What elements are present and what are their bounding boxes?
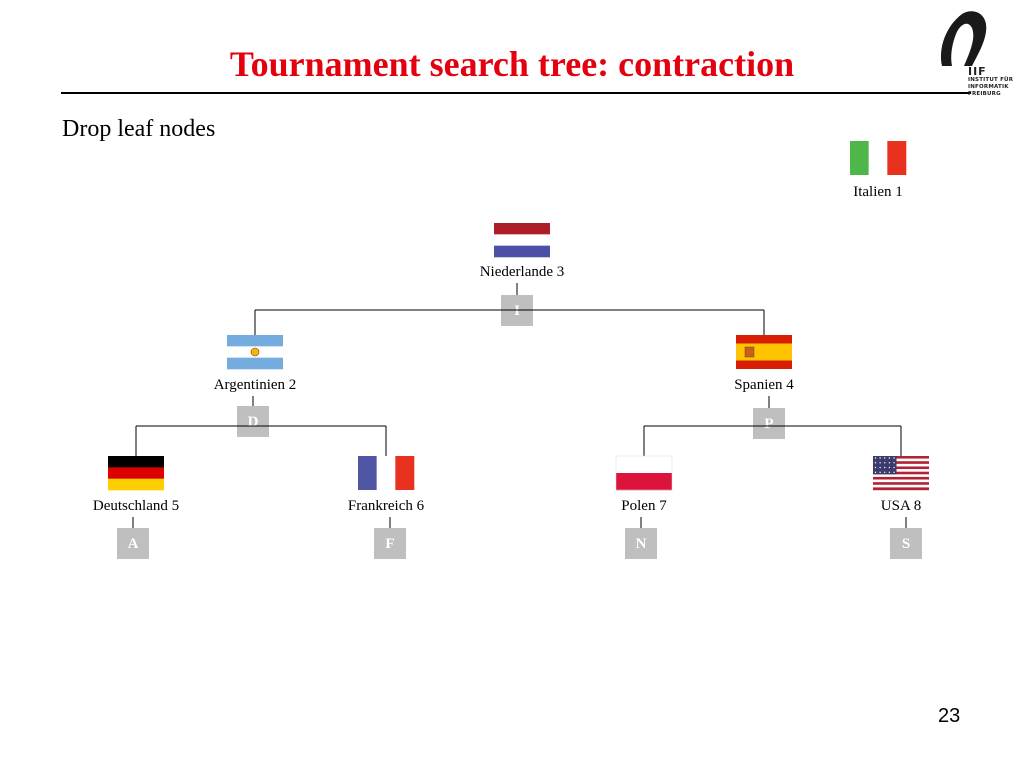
key-box-polen: N (625, 528, 657, 559)
flag-deutschland-icon (108, 456, 164, 491)
key-box-usa: S (890, 528, 922, 559)
slide-title: Tournament search tree: contraction (229, 44, 795, 84)
key-box-argentinien-label: D (248, 414, 259, 430)
flag-italien-icon (850, 141, 907, 175)
logo-line-1: INSTITUT FÜR (968, 77, 1014, 83)
institute-logo-text: IIF INSTITUT FÜR INFORMATIK FREIBURG (968, 66, 1013, 98)
logo-line-2: INFORMATIK (968, 84, 1009, 90)
node-label-niederlande: Niederlande 3 (480, 264, 565, 280)
node-label-polen: Polen 7 (621, 498, 667, 514)
flag-polen-icon (615, 455, 673, 491)
key-box-frankreich: F (374, 528, 406, 559)
node-label-italien: Italien 1 (853, 184, 903, 200)
page-number: 23 (938, 705, 961, 727)
title-divider (61, 92, 971, 94)
key-box-spanien-label: P (764, 416, 773, 432)
node-label-spanien: Spanien 4 (734, 377, 794, 393)
key-box-polen-label: N (636, 536, 647, 552)
key-box-deutschland-label: A (128, 536, 139, 552)
node-label-argentinien: Argentinien 2 (214, 377, 297, 393)
flag-frankreich-icon (358, 456, 415, 490)
node-label-frankreich: Frankreich 6 (348, 498, 425, 514)
flag-niederlande-icon (494, 223, 550, 258)
node-label-usa: USA 8 (881, 498, 921, 514)
node-label-deutschland: Deutschland 5 (93, 498, 179, 514)
flag-argentinien-icon (227, 335, 283, 370)
flag-usa-icon (873, 456, 929, 491)
logo-mark: IIF (968, 65, 987, 78)
slide-subtitle: Drop leaf nodes (62, 116, 216, 142)
logo-line-3: FREIBURG (968, 91, 1001, 97)
institute-logo-icon (940, 11, 987, 67)
key-box-deutschland: A (117, 528, 149, 559)
flag-spanien-icon (736, 335, 792, 369)
key-box-usa-label: S (902, 536, 910, 552)
key-box-spanien: P (753, 408, 785, 439)
key-box-niederlande-label: I (514, 303, 520, 319)
key-box-argentinien: D (237, 406, 269, 437)
key-box-frankreich-label: F (385, 536, 394, 552)
